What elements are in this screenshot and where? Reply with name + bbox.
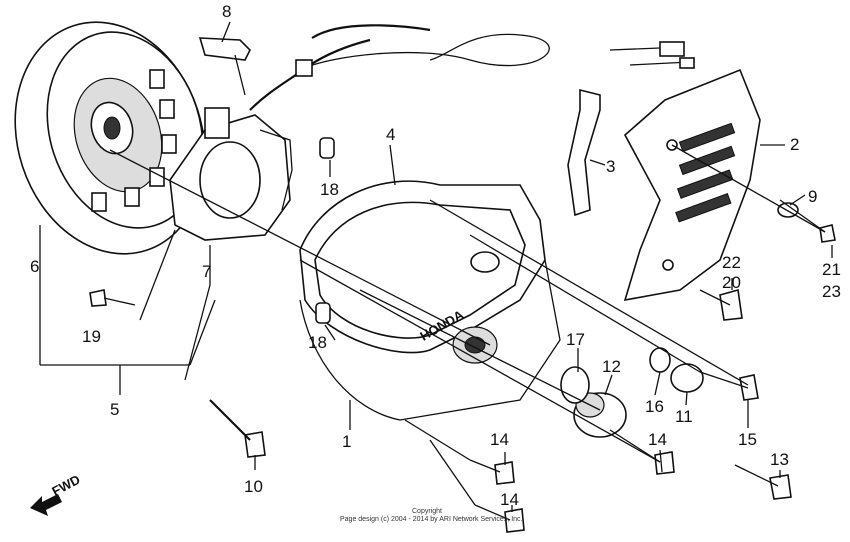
callout-9: 9 [808,187,817,206]
leader-lines [39,21,833,512]
fwd-arrow-icon [30,494,62,516]
wiring-harness [249,24,695,111]
copyright-line-1: Copyright [412,508,442,515]
callout-6: 6 [30,257,39,276]
callout-11: 11 [675,407,693,426]
callout-8: 8 [222,2,231,21]
callout-2: 2 [790,135,799,154]
fwd-label: FWD [49,472,82,499]
wire-clamp [198,37,251,96]
flywheel-rotor [14,21,206,255]
callout-5: 5 [110,400,119,419]
callout-13: 13 [770,450,789,469]
callout-3: 3 [606,157,615,176]
bracket [567,88,601,217]
copyright-line-2: Page design (c) 2004 - 2014 by ARI Netwo… [340,516,523,523]
callout-21: 21 [822,260,841,279]
callout-20: 20 [722,273,741,292]
callout-14-upper: 14 [490,430,509,449]
callout-17: 17 [566,330,585,349]
callout-18-bottom: 18 [308,333,327,352]
callout-15: 15 [738,430,757,449]
callout-14-middle: 14 [648,430,667,449]
callout-10: 10 [244,477,263,496]
callout-14-lower: 14 [500,490,519,509]
callout-12: 12 [602,357,621,376]
small-parts [89,137,836,533]
callout-1: 1 [342,432,351,451]
callout-numbers: 8 4 2 3 18 9 6 7 22 21 20 23 19 18 17 12… [30,2,841,509]
stator [169,107,293,241]
callout-7: 7 [202,262,211,281]
callout-22: 22 [722,253,741,272]
callout-16: 16 [645,397,664,416]
callout-18-top: 18 [320,180,339,199]
callout-23: 23 [822,282,841,301]
forward-arrow-indicator: FWD [30,472,83,516]
callout-4: 4 [386,125,395,144]
callout-19: 19 [82,327,101,346]
copyright-notice: Copyright Page design (c) 2004 - 2014 by… [340,508,523,523]
